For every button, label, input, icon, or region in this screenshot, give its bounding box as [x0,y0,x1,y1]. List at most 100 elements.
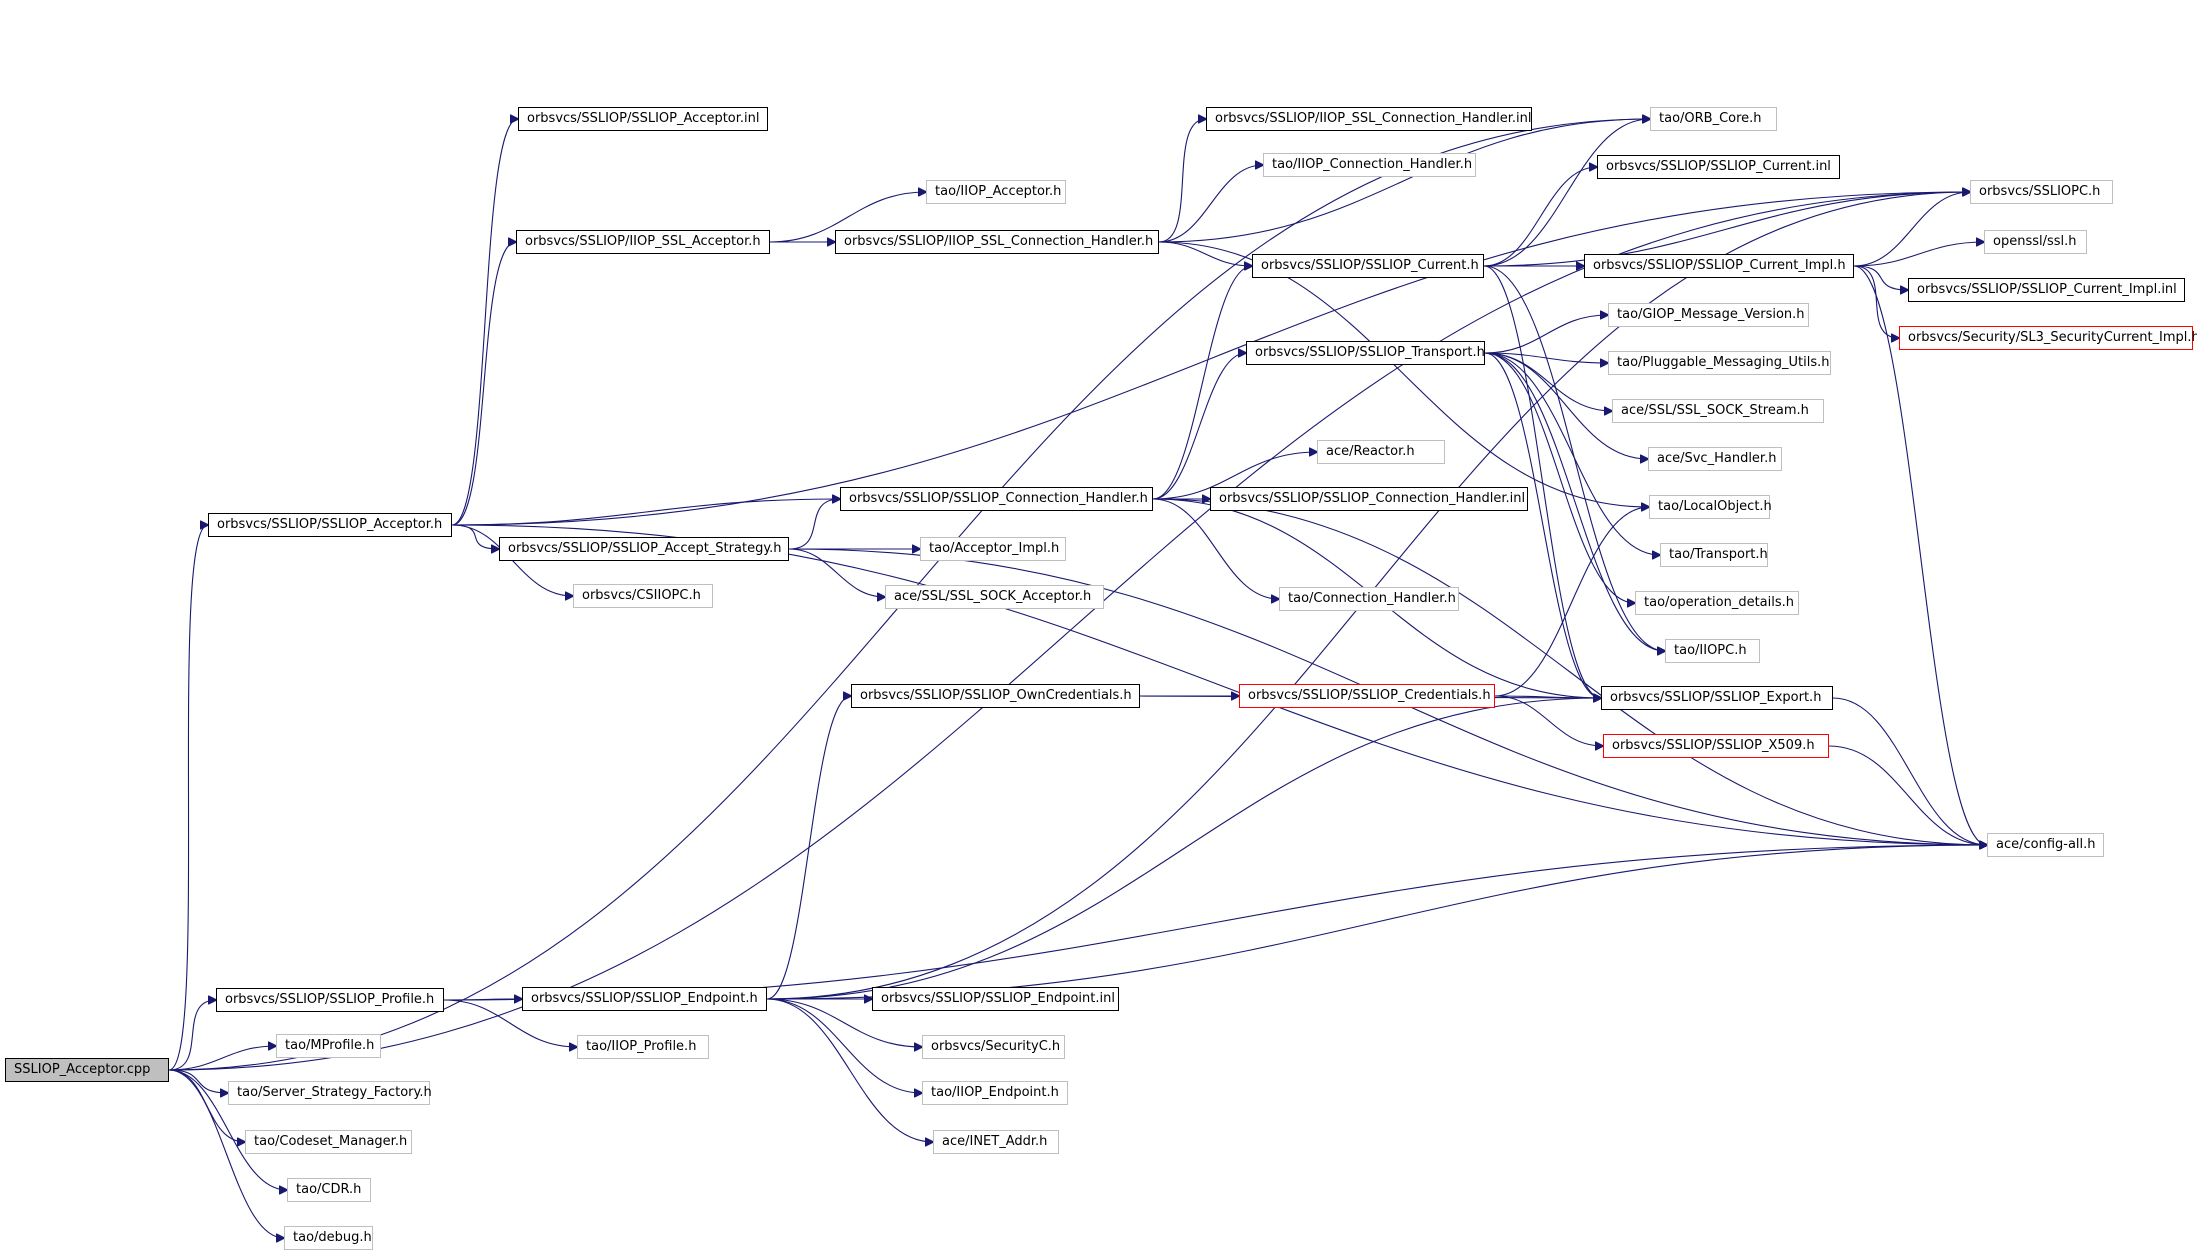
edge-export-to-config [1832,697,1987,845]
edge-root-to-cdr [168,1069,287,1190]
node-debug[interactable]: tao/debug.h [284,1226,373,1250]
node-reactor[interactable]: ace/Reactor.h [1317,440,1445,464]
node-iiop-acc[interactable]: tao/IIOP_Acceptor.h [926,180,1066,204]
edge-prof-h-to-config [443,845,1987,1001]
edge-transport-h-to-opdetails [1484,352,1635,603]
edge-transport-h-to-pluggable [1484,352,1608,363]
edge-conn-h-to-tao-conn [1152,498,1279,599]
node-conn-h[interactable]: orbsvcs/SSLIOP/SSLIOP_Connection_Handler… [840,487,1153,511]
edge-iiop-ssl-conn-to-iiop-conn [1158,165,1263,243]
edge-cred-to-localobj [1494,507,1649,697]
node-export[interactable]: orbsvcs/SSLIOP/SSLIOP_Export.h [1601,686,1833,710]
node-giop[interactable]: tao/GIOP_Message_Version.h [1608,303,1809,327]
node-codeset[interactable]: tao/Codeset_Manager.h [245,1130,412,1154]
edge-root-to-mprof [168,1046,276,1071]
node-prof-h[interactable]: orbsvcs/SSLIOP/SSLIOP_Profile.h [216,988,444,1012]
node-opdetails[interactable]: tao/operation_details.h [1635,591,1799,615]
edge-conn-h-to-transport-h [1152,353,1246,500]
node-ssl-stream[interactable]: ace/SSL/SSL_SOCK_Stream.h [1612,399,1824,423]
node-iiopc[interactable]: tao/IIOPC.h [1665,639,1760,663]
edge-x509-to-config [1828,745,1987,845]
node-ssl-acc[interactable]: ace/SSL/SSL_SOCK_Acceptor.h [885,585,1104,609]
edge-endpoint-h-to-export [766,698,1601,1000]
node-iiop-ssl-conn-inl[interactable]: orbsvcs/SSLIOP/IIOP_SSL_Connection_Handl… [1206,107,1532,131]
edge-transport-h-to-export [1484,352,1601,698]
edge-transport-h-to-transport [1484,352,1660,555]
node-iiop-conn[interactable]: tao/IIOP_Connection_Handler.h [1263,153,1476,177]
node-iiop-prof[interactable]: tao/IIOP_Profile.h [577,1035,709,1059]
edge-endpoint-h-to-inet [766,998,933,1142]
node-current-impl[interactable]: orbsvcs/SSLIOP/SSLIOP_Current_Impl.h [1584,254,1854,278]
node-acc-inl[interactable]: orbsvcs/SSLIOP/SSLIOP_Acceptor.inl [518,107,768,131]
node-current-inl[interactable]: orbsvcs/SSLIOP/SSLIOP_Current.inl [1597,155,1840,179]
edge-transport-h-to-iiopc [1484,352,1665,651]
node-svc-handler[interactable]: ace/Svc_Handler.h [1648,447,1782,471]
node-sl3[interactable]: orbsvcs/Security/SL3_SecurityCurrent_Imp… [1899,326,2197,350]
node-csiiopc[interactable]: orbsvcs/CSIIOPC.h [573,584,713,608]
edge-current-impl-to-ssliopc [1853,192,1970,267]
edge-iiop-ssl-conn-to-orb-core [1158,119,1650,243]
edge-iiop-ssl-acc-to-iiop-acc [769,192,926,243]
edge-transport-h-to-svc-handler [1484,352,1648,459]
node-localobj[interactable]: tao/LocalObject.h [1649,495,1772,519]
edge-iiop-ssl-conn-to-iiop-ssl-conn-inl [1158,119,1206,243]
edge-current-h-to-orb-core [1483,119,1650,267]
edge-acc-h-to-ssliopc [451,192,1970,526]
edge-current-h-to-export [1483,265,1601,698]
edge-root-to-acc-h [168,525,208,1071]
node-openssl[interactable]: openssl/ssl.h [1984,230,2087,254]
edge-current-impl-to-sl3 [1853,265,1899,338]
edge-current-h-to-current-inl [1483,167,1597,267]
edge-endpoint-h-to-config [766,845,1987,1000]
node-pluggable[interactable]: tao/Pluggable_Messaging_Utils.h [1608,351,1831,375]
node-transport[interactable]: tao/Transport.h [1660,543,1768,567]
node-securityc[interactable]: orbsvcs/SecurityC.h [922,1035,1065,1059]
node-conn-inl[interactable]: orbsvcs/SSLIOP/SSLIOP_Connection_Handler… [1210,487,1528,511]
node-iiop-ssl-conn[interactable]: orbsvcs/SSLIOP/IIOP_SSL_Connection_Handl… [835,230,1159,254]
edge-current-impl-to-config [1853,265,1987,845]
edge-acc-h-to-acc-inl [451,119,518,526]
edge-endpoint-h-to-iiop-endpoint [766,998,922,1093]
edge-iiop-ssl-conn-to-localobj [1158,241,1649,507]
node-endpoint-h[interactable]: orbsvcs/SSLIOP/SSLIOP_Endpoint.h [522,987,767,1011]
node-ssf[interactable]: tao/Server_Strategy_Factory.h [228,1081,432,1105]
edge-acc-h-to-config [451,524,1987,845]
edge-acc-h-to-iiop-ssl-acc [451,242,516,526]
node-orb-core[interactable]: tao/ORB_Core.h [1650,107,1777,131]
edge-cred-to-x509 [1494,695,1603,746]
node-mprof[interactable]: tao/MProfile.h [276,1034,381,1058]
node-transport-h[interactable]: orbsvcs/SSLIOP/SSLIOP_Transport.h [1246,341,1485,365]
node-config[interactable]: ace/config-all.h [1987,833,2104,857]
node-inet[interactable]: ace/INET_Addr.h [933,1130,1059,1154]
node-iiop-ssl-acc[interactable]: orbsvcs/SSLIOP/IIOP_SSL_Acceptor.h [516,230,770,254]
node-cdr[interactable]: tao/CDR.h [287,1178,371,1202]
node-current-impl-inl[interactable]: orbsvcs/SSLIOP/SSLIOP_Current_Impl.inl [1908,278,2185,302]
node-x509[interactable]: orbsvcs/SSLIOP/SSLIOP_X509.h [1603,734,1829,758]
edge-transport-h-to-ssl-stream [1484,352,1612,411]
edge-conn-h-to-current-h [1152,266,1252,500]
node-acc-h[interactable]: orbsvcs/SSLIOP/SSLIOP_Acceptor.h [208,513,452,537]
edge-transport-h-to-giop [1484,315,1608,354]
node-endpoint-inl[interactable]: orbsvcs/SSLIOP/SSLIOP_Endpoint.inl [872,987,1119,1011]
edge-endpoint-h-to-securityc [766,998,922,1047]
edge-current-h-to-ssliopc [1483,192,1970,267]
edge-acc-strat-to-conn-h [788,499,840,550]
node-acc-strat[interactable]: orbsvcs/SSLIOP/SSLIOP_Accept_Strategy.h [499,537,789,561]
edge-root-to-ssliopc [168,192,1970,1071]
edge-root-to-debug [168,1069,284,1238]
edge-conn-h-to-config [1152,498,1987,845]
edge-acc-h-to-acc-strat [451,524,499,549]
node-owncred[interactable]: orbsvcs/SSLIOP/SSLIOP_OwnCredentials.h [851,684,1140,708]
edge-prof-h-to-iiop-prof [443,999,577,1047]
edge-root-to-prof-h [168,1000,216,1071]
node-root[interactable]: SSLIOP_Acceptor.cpp [5,1058,169,1082]
node-acc-impl[interactable]: tao/Acceptor_Impl.h [920,537,1066,561]
node-cred[interactable]: orbsvcs/SSLIOP/SSLIOP_Credentials.h [1239,684,1495,708]
edge-acc-h-to-conn-h [451,499,840,526]
node-iiop-endpoint[interactable]: tao/IIOP_Endpoint.h [922,1081,1068,1105]
node-tao-conn[interactable]: tao/Connection_Handler.h [1279,587,1459,611]
edge-conn-h-to-reactor [1152,452,1317,500]
node-current-h[interactable]: orbsvcs/SSLIOP/SSLIOP_Current.h [1252,254,1484,278]
node-ssliopc[interactable]: orbsvcs/SSLIOPC.h [1970,180,2113,204]
